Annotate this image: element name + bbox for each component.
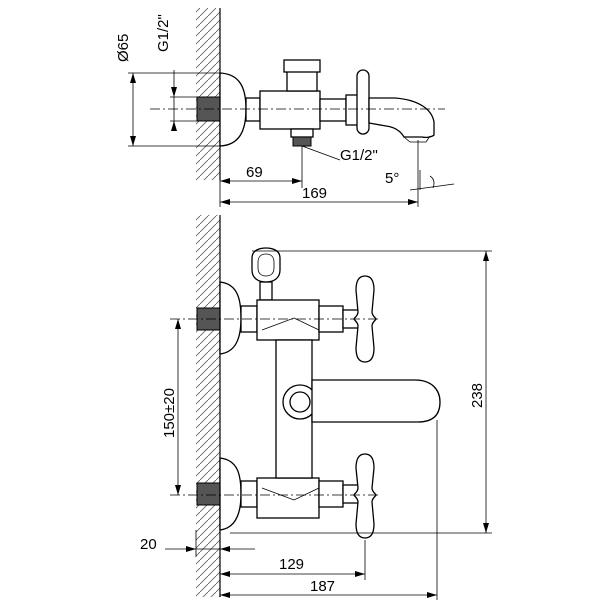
dimensions-front-view — [165, 250, 492, 600]
depth-center-label: 69 — [246, 164, 263, 181]
mixer-side-view — [150, 59, 445, 147]
thread-top-label: G1/2" — [155, 14, 172, 52]
height-total-label: 238 — [469, 383, 486, 408]
mixer-front-view — [170, 247, 441, 539]
depth-total-label: 169 — [302, 185, 327, 202]
thread-outlet-label: G1/2" — [340, 147, 378, 164]
center-distance-label: 150±20 — [161, 388, 178, 438]
wall-offset-label: 20 — [140, 536, 157, 553]
diameter-label: Ø65 — [115, 34, 132, 62]
dimensions-side-view — [128, 70, 455, 207]
wall-front-view — [196, 215, 221, 597]
angle-label: 5° — [385, 170, 399, 187]
total-width-label: 187 — [310, 578, 335, 595]
spout-reach-label: 129 — [279, 556, 304, 573]
wall-top-view — [196, 8, 221, 180]
